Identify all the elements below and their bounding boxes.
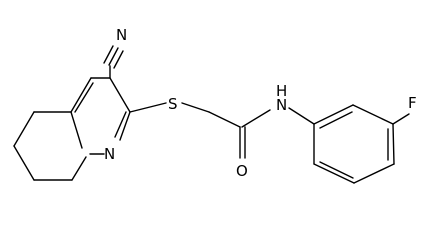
atom-label-sulfur: S <box>168 95 178 113</box>
nitrile-group: N <box>103 26 127 69</box>
atom-label-ring-n: N <box>104 145 115 163</box>
fluorophenyl-ring: F <box>313 94 417 184</box>
atom-label-nitrile-n: N <box>116 26 127 44</box>
atom-label-carbonyl-o: O <box>236 162 248 180</box>
molecule-structure: N N S O N H <box>13 26 417 184</box>
cyclohexane-ring <box>13 111 87 181</box>
atom-label-amide-n: N <box>276 96 287 114</box>
atom-label-amide-h: H <box>276 82 287 100</box>
pyridine-ring: N <box>70 65 131 163</box>
atom-label-fluorine: F <box>408 94 417 112</box>
thioether-linker: S <box>129 95 210 113</box>
acetamide-group: O N H <box>208 82 315 180</box>
